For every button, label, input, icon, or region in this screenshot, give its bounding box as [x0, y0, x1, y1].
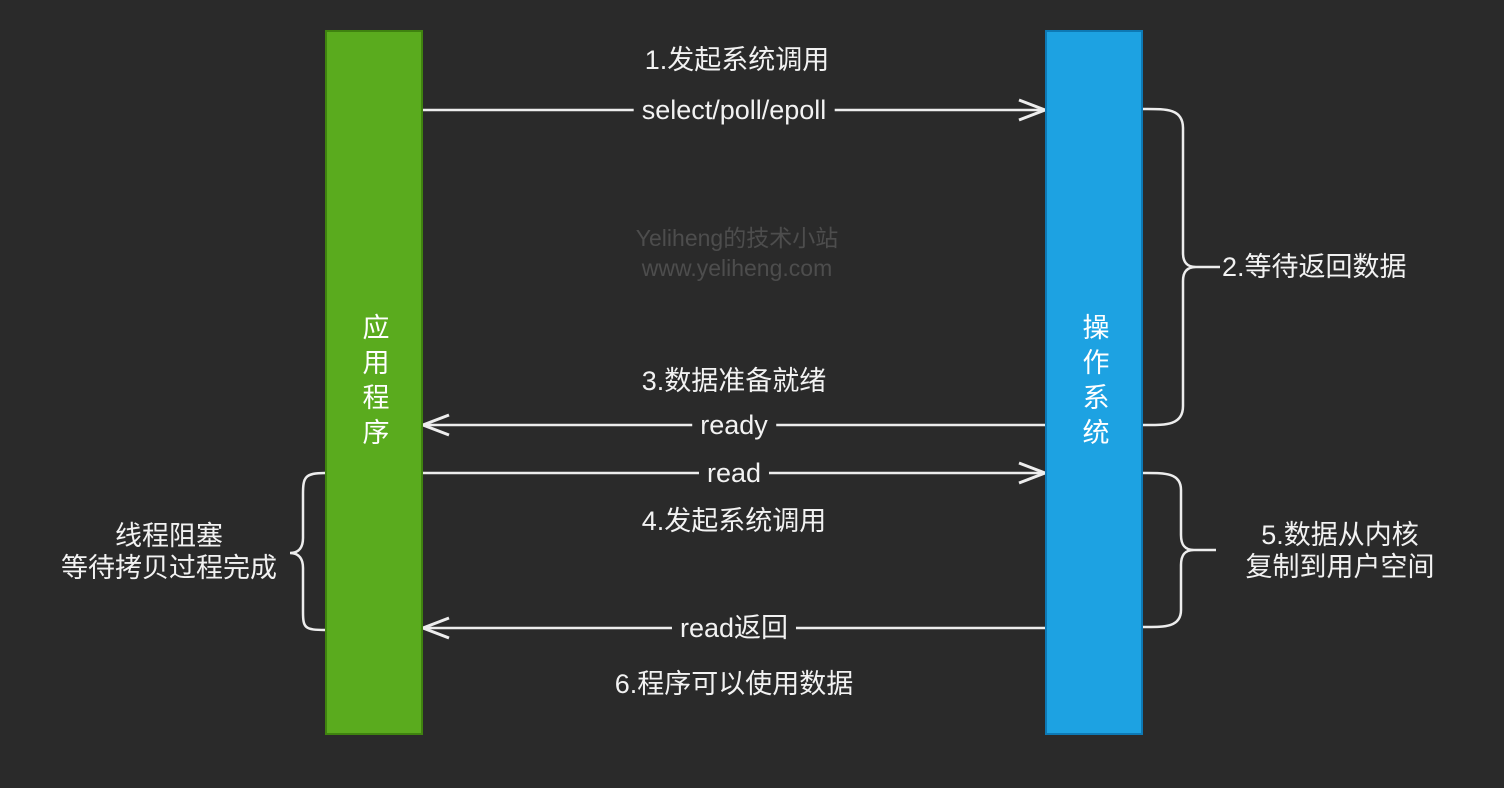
arrow2-label: ready — [692, 409, 776, 441]
brace-right-icon — [1142, 107, 1197, 427]
arrow-left-icon — [418, 413, 450, 437]
os-label: 操作系统 — [1078, 312, 1109, 453]
step6-label: 6.程序可以使用数据 — [614, 669, 854, 699]
step3-label: 3.数据准备就绪 — [641, 366, 827, 396]
watermark: Yeliheng的技术小站 www.yeliheng.com — [636, 223, 838, 283]
arrow3-label: read — [698, 457, 770, 489]
brace-left-icon — [289, 471, 326, 632]
watermark-url: www.yeliheng.com — [641, 255, 833, 281]
left-note-line1: 线程阻塞 — [115, 521, 223, 551]
application-label: 应用程序 — [358, 312, 389, 453]
step4-label: 4.发起系统调用 — [641, 506, 827, 536]
left-note-line2: 等待拷贝过程完成 — [61, 553, 277, 583]
left-note-label: 线程阻塞 等待拷贝过程完成 — [61, 520, 277, 584]
arrow4-label: read返回 — [671, 612, 797, 644]
step5-label: 5.数据从内核 复制到用户空间 — [1246, 519, 1435, 583]
step1-label: 1.发起系统调用 — [644, 45, 830, 75]
os-node: 操作系统 — [1045, 30, 1143, 735]
arrow-left-icon — [418, 616, 450, 640]
brace-right-icon — [1142, 471, 1195, 629]
step5-line1: 5.数据从内核 — [1261, 520, 1419, 550]
application-node: 应用程序 — [325, 30, 423, 735]
step5-line2: 复制到用户空间 — [1245, 552, 1435, 582]
watermark-site-name: Yeliheng的技术小站 — [635, 225, 839, 251]
step2-label: 2.等待返回数据 — [1222, 252, 1407, 282]
arrow1-label: select/poll/epoll — [633, 94, 835, 126]
